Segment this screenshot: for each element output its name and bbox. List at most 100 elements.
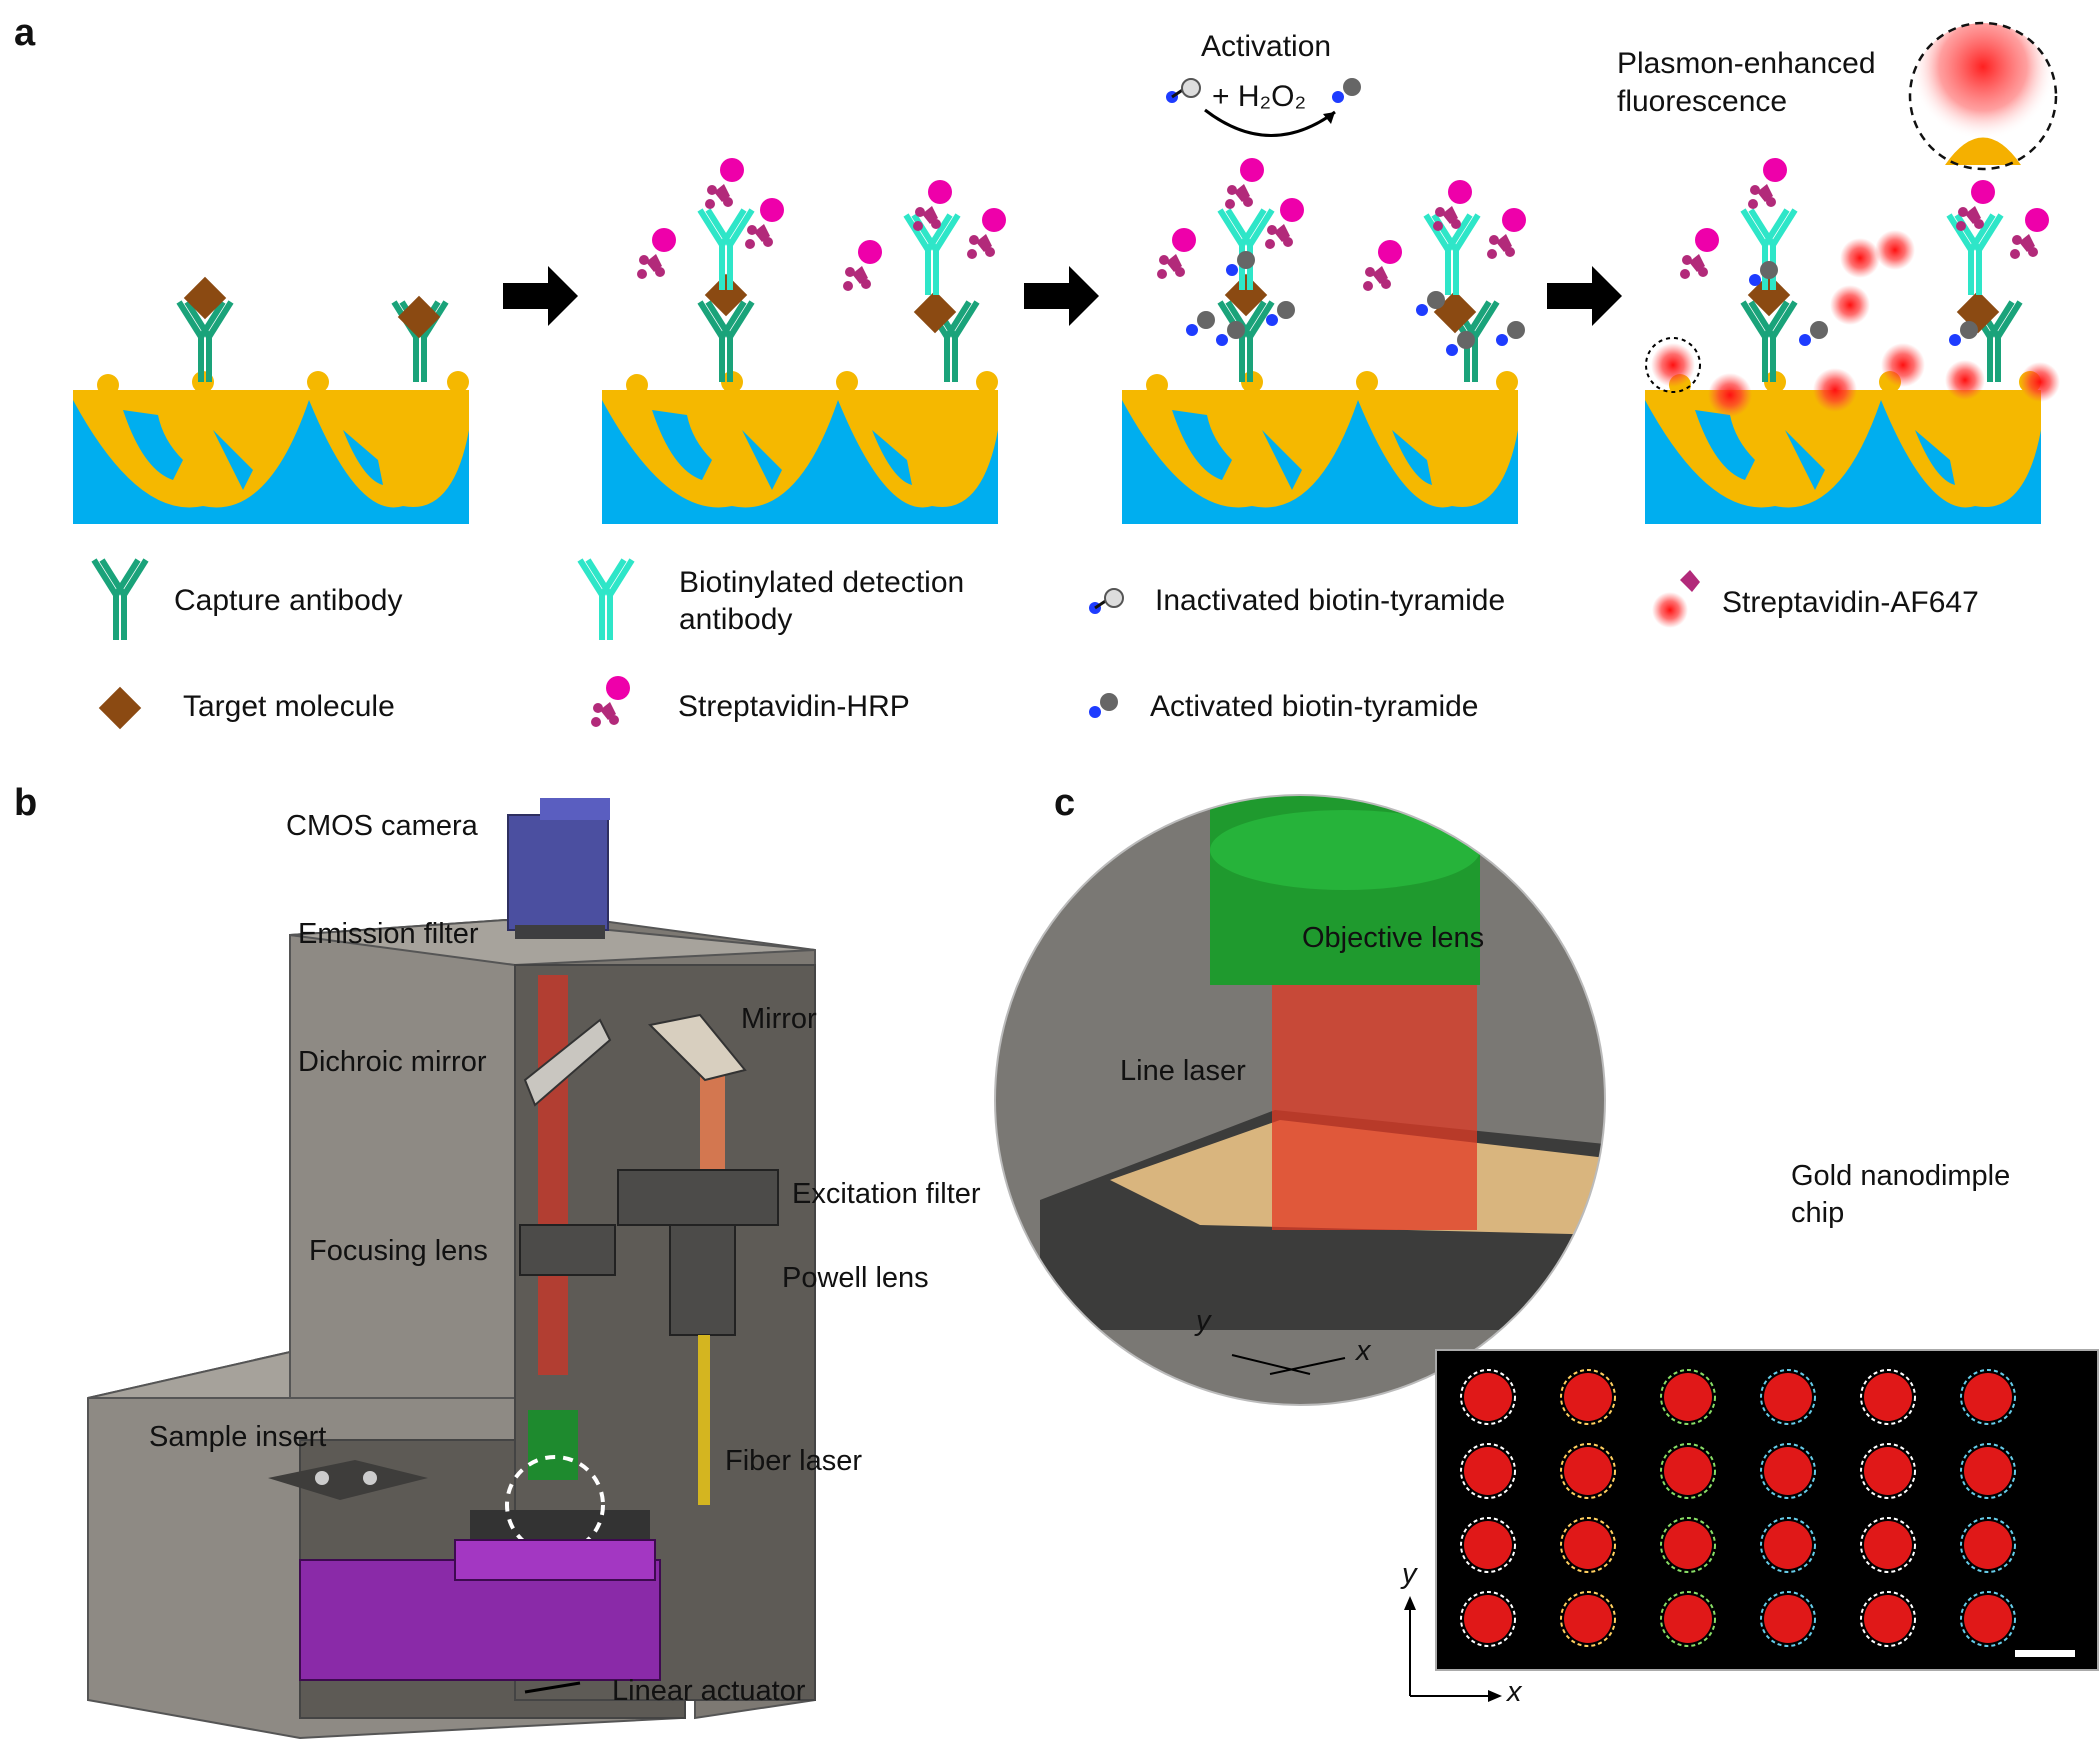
label-gold-chip-2: chip <box>1791 1197 1845 1229</box>
powell-lens <box>669 1224 736 1336</box>
inactivated-biotin-tyramide <box>1164 87 1186 105</box>
step-arrow <box>1547 266 1622 326</box>
activation-label: Activation <box>1201 30 1332 63</box>
fluorescence-spot <box>1564 1373 1612 1421</box>
fluorescence-spot <box>1764 1595 1812 1643</box>
fluorescence-spot <box>1964 1595 2012 1643</box>
spot-outline <box>1660 1591 1716 1647</box>
activation-arrow <box>1204 108 1336 137</box>
streptavidin-hrp <box>1363 240 1402 291</box>
fluorescence-spot <box>1764 1521 1812 1569</box>
objective <box>528 1410 578 1480</box>
spot-outline <box>1760 1443 1816 1499</box>
legend-detection-antibody: Biotinylated detection <box>679 566 965 599</box>
streptavidin-hrp <box>843 240 882 291</box>
streptavidin-hrp <box>1748 158 1787 209</box>
fluorescence-spots <box>1460 1369 2016 1647</box>
stage-top <box>454 1539 656 1581</box>
line-laser <box>1272 985 1477 1230</box>
activated-biotin-tyramide <box>1799 321 1828 346</box>
panel-label-a: a <box>14 12 36 54</box>
streptavidin-hrp <box>637 228 676 279</box>
af647-glow <box>1840 238 1880 278</box>
activated-biotin-tyramide <box>1446 331 1475 356</box>
activated-biotin-tyramide <box>1186 311 1215 336</box>
spot-outline <box>1460 1517 1516 1573</box>
streptavidin-hrp <box>967 208 1006 259</box>
spot-outline <box>1960 1443 2016 1499</box>
legend-icons <box>94 560 1700 730</box>
reaction-label: + H₂O₂ <box>1212 80 1307 113</box>
image-axis-y: y <box>1402 1558 1417 1590</box>
fluorescence-spot <box>1664 1595 1712 1643</box>
step-3 <box>1122 158 1526 524</box>
focusing-lens <box>519 1224 616 1276</box>
af647-glow <box>1830 285 1870 325</box>
gold-nanodimple-substrate <box>602 371 998 524</box>
screw-icon <box>363 1471 377 1485</box>
gold-nanodimple-substrate <box>73 371 469 524</box>
objective-lens-top <box>1210 810 1480 890</box>
af647-glow <box>1651 343 1695 387</box>
screw-icon <box>315 1471 329 1485</box>
label-focusing-lens: Focusing lens <box>309 1235 488 1267</box>
step-1 <box>73 276 469 524</box>
closeup-border <box>994 794 1606 1406</box>
label-line-laser: Line laser <box>1120 1055 1246 1087</box>
emission-beam <box>538 975 568 1375</box>
plasmon-lens <box>1908 21 2058 171</box>
cmos-camera-top <box>540 798 610 820</box>
tower-top <box>289 918 816 967</box>
fluorescence-spot <box>1464 1521 1512 1569</box>
label-objective-lens: Objective lens <box>1302 922 1485 954</box>
spot-outline <box>1660 1443 1716 1499</box>
spot-outline <box>1960 1369 2016 1425</box>
sample-insert <box>268 1460 428 1500</box>
fluorescence-spot <box>1564 1447 1612 1495</box>
spot-outline <box>1460 1591 1516 1647</box>
spot-outline <box>1960 1591 2016 1647</box>
highlight-circle <box>1645 337 1701 393</box>
label-cmos-camera: CMOS camera <box>286 810 478 842</box>
label-linear-actuator: Linear actuator <box>612 1675 806 1707</box>
legend-capture-antibody: Capture antibody <box>174 584 403 617</box>
panel-label-c: c <box>1054 782 1076 824</box>
label-excitation-filter: Excitation filter <box>792 1178 981 1210</box>
streptavidin-hrp <box>745 198 784 249</box>
spot-outline <box>1660 1517 1716 1573</box>
capture-antibody-icon <box>94 560 146 640</box>
af647-glow <box>1708 373 1752 417</box>
fluorescence-spot <box>1564 1521 1612 1569</box>
spot-outline <box>1560 1591 1616 1647</box>
legend-activated-biotin: Activated biotin-tyramide <box>1150 690 1479 723</box>
fluorescence-spot <box>1764 1373 1812 1421</box>
af647-glow <box>2020 362 2060 402</box>
spot-outline <box>1760 1369 1816 1425</box>
label-fiber-laser: Fiber laser <box>725 1445 862 1477</box>
label-emission-filter: Emission filter <box>298 918 479 950</box>
streptavidin-hrp <box>1157 228 1196 279</box>
emission-filter-mount <box>515 925 605 939</box>
fluorescence-spot <box>1664 1447 1712 1495</box>
activated-biotin-tyramide <box>1496 321 1525 346</box>
activated-biotin-tyramide <box>1949 321 1978 346</box>
step-2 <box>602 158 1006 524</box>
streptavidin-hrp <box>1680 228 1719 279</box>
chip-axis-y: y <box>1196 1305 1211 1337</box>
af647-icon <box>1652 592 1688 628</box>
spot-outline <box>1860 1591 1916 1647</box>
fluorescence-spot <box>1664 1373 1712 1421</box>
af647-glow <box>1875 230 1915 270</box>
activation-reaction <box>1164 78 1361 137</box>
spot-outline <box>1760 1591 1816 1647</box>
fluorescence-spot <box>1564 1595 1612 1643</box>
spot-outline <box>1560 1369 1616 1425</box>
activated-biotin-tyramide <box>1332 78 1361 103</box>
inactivated-biotin-tyramide-icon <box>1181 78 1201 98</box>
legend-inactivated-biotin: Inactivated biotin-tyramide <box>1155 584 1506 617</box>
fluorescence-spot <box>1464 1447 1512 1495</box>
inactivated-biotin-tyramide-icon <box>1087 598 1109 616</box>
gold-nanodimple-substrate <box>1122 371 1518 524</box>
target-molecule-icon <box>98 686 142 730</box>
